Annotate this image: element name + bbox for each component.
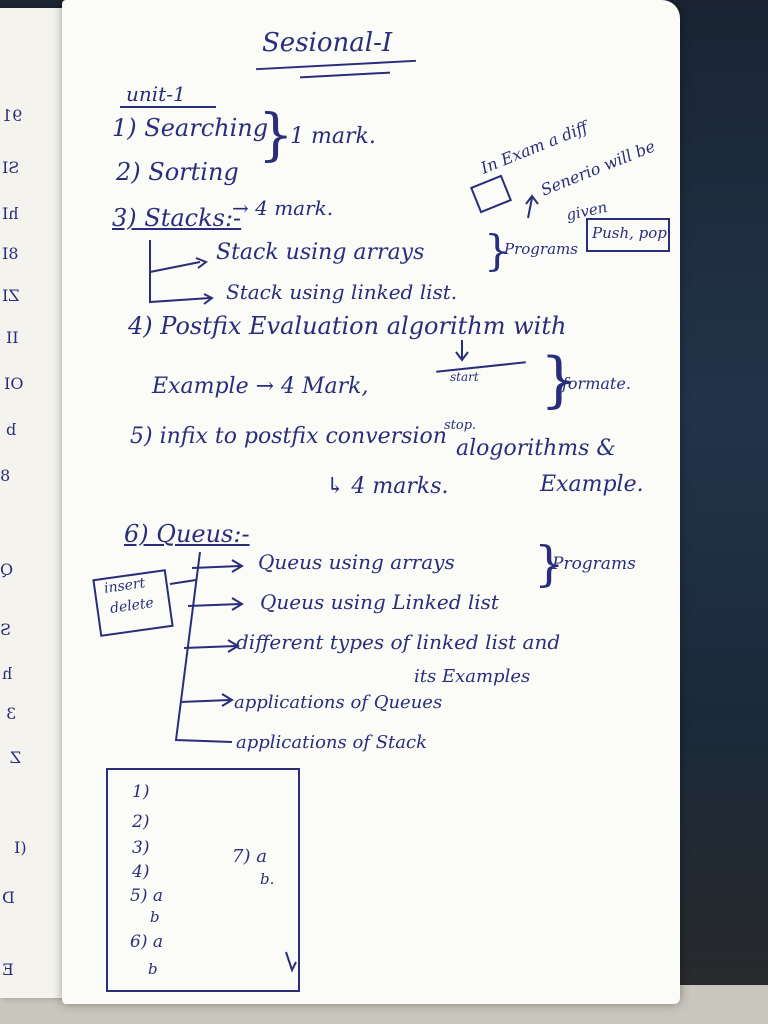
push-pop-label: Push, pop (592, 224, 667, 242)
applications-of-stack: applications of Stack (236, 732, 427, 753)
question-number: 3) (132, 838, 150, 858)
question-number: b (148, 960, 158, 978)
question-number: 6) a (130, 932, 163, 952)
formate-label: formate. (562, 374, 631, 393)
queus-using-arrays: Queus using arrays (258, 550, 455, 574)
item-queus: 6) Queus:- (124, 520, 250, 548)
brace: } (534, 536, 565, 592)
left-page-number: Q (0, 560, 14, 579)
marks4-label: ↳ 4 marks. (326, 474, 449, 499)
applications-of-queues: applications of Queues (234, 692, 443, 713)
page-title: Sesional-I (262, 28, 393, 58)
different-types: different types of linked list and (236, 630, 561, 654)
item-stacks: 3) Stacks:- (112, 204, 242, 232)
programs-label-2: Programs (552, 554, 636, 574)
question-number: 1) (132, 782, 150, 802)
mark-1: 1 mark. (290, 124, 376, 149)
unit-label: unit-1 (126, 82, 186, 106)
unit-underline (120, 106, 216, 108)
question-number: b. (260, 870, 275, 888)
left-page-number: 8I (2, 244, 19, 263)
left-page-number: SI (2, 158, 20, 177)
push-pop-box (586, 218, 670, 252)
item-postfix: 4) Postfix Evaluation algorithm with (128, 312, 567, 340)
item-sorting: 2) Sorting (116, 158, 239, 186)
question-box (106, 768, 300, 992)
different-types-2: its Examples (414, 666, 531, 687)
stacks-mark: → 4 mark. (232, 196, 334, 220)
left-page-number: S (0, 620, 11, 639)
left-page-number: 3 (6, 704, 17, 723)
item-infix: 5) infix to postfix conversion (130, 424, 447, 449)
left-page-number: Z (10, 748, 22, 767)
left-page-number: (I (14, 838, 27, 857)
question-number: 7) a (232, 846, 267, 867)
item-searching: 1) Searching (112, 114, 269, 142)
left-page-number: h (2, 664, 13, 683)
left-page-number: b (6, 420, 17, 439)
question-number: 2) (132, 812, 150, 832)
brace: } (540, 345, 579, 415)
left-page-number: 8 (0, 466, 11, 485)
left-page-number: OI (4, 374, 24, 393)
question-number: b (150, 908, 160, 926)
left-page-number: E (2, 960, 14, 979)
left-page-number: D (2, 888, 15, 907)
left-page-number: 91 (2, 106, 23, 125)
brace: } (258, 103, 294, 168)
algorithms-label: alogorithms & (456, 436, 617, 461)
stop-label: stop. (444, 418, 477, 433)
programs-label: Programs (504, 240, 578, 258)
postfix-example: Example → 4 Mark, (152, 374, 369, 399)
brace: } (484, 226, 511, 275)
stack-using-arrays: Stack using arrays (216, 240, 425, 265)
queus-using-linked-list: Queus using Linked list (260, 590, 499, 614)
notebook-page (62, 0, 680, 1004)
stack-using-linked-list: Stack using linked list. (226, 280, 458, 304)
left-page-number: II (6, 328, 19, 347)
left-page-number: hI (2, 204, 19, 223)
left-page-number: ZI (2, 286, 20, 305)
question-number: 5) a (130, 886, 163, 906)
example-label: Example. (540, 472, 644, 497)
question-number: 4) (132, 862, 150, 882)
start-label: start (450, 370, 479, 384)
